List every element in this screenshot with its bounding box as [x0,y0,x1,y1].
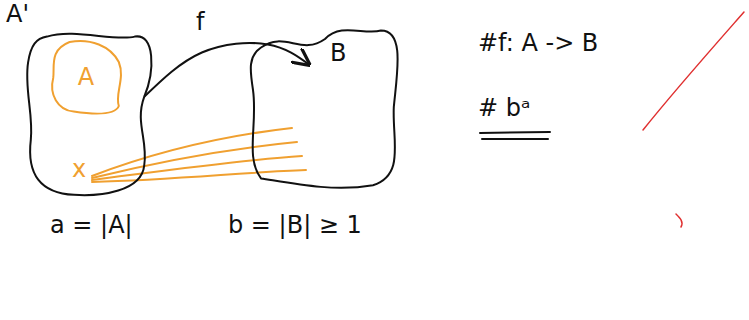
red-line [643,12,744,130]
red-strokes [643,12,744,227]
underline [482,138,548,140]
formula: b = |B| ≥ 1 [228,212,362,240]
blob-path [27,34,151,195]
set-name: B [330,40,346,68]
red-mark [676,214,682,227]
formula: a = |A| [50,212,133,240]
set-blob: A'A [20,28,155,200]
blob-path [251,30,398,188]
function-name: f [194,9,206,37]
formula: #f: A -> B [478,30,598,58]
formula: # bᵃ [478,95,530,123]
mapping-arrow [144,43,309,97]
set-name: A [78,64,94,92]
point-label: x [72,156,86,184]
mapping-line [92,128,292,176]
set-blob: B [245,22,405,192]
underline [480,132,550,133]
double-underline [480,132,550,139]
set-name: A' [6,1,29,29]
subset-blob: A [45,38,127,118]
blob-outline [245,22,405,192]
orange-mapping-lines [92,128,306,182]
blob-path [52,41,121,114]
